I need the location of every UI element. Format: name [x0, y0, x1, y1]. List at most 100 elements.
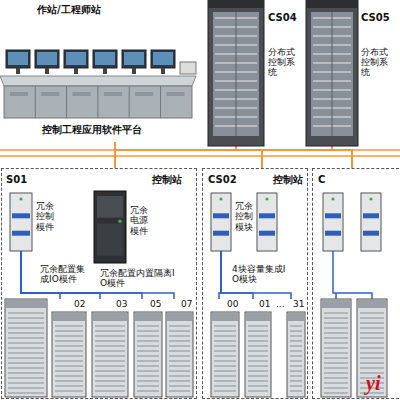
terminal-row — [55, 381, 83, 382]
desk-drawer — [104, 92, 122, 96]
desk-drawer — [135, 92, 153, 96]
terminal-row — [248, 336, 268, 337]
module-header — [288, 313, 304, 321]
group-label: 冗余配置集成IO模件 — [40, 264, 88, 285]
io-module: 31 — [287, 299, 307, 397]
status-led — [19, 197, 22, 200]
module-body — [361, 193, 381, 251]
terminal-row — [324, 363, 348, 364]
control-station-picture — [313, 169, 400, 400]
terminal-row — [169, 386, 190, 387]
station-id: S01 — [6, 174, 27, 186]
terminal-row — [360, 328, 384, 329]
terminal-row — [324, 378, 348, 379]
terminal-row — [55, 376, 83, 377]
monitor-screen — [66, 52, 86, 65]
cabinet-id: CS05 — [361, 12, 390, 24]
terminal-row — [95, 331, 125, 332]
module-body — [245, 312, 271, 397]
terminal-row — [8, 343, 44, 344]
terminal-row — [55, 391, 83, 392]
cabinet-top — [306, 0, 358, 8]
terminal-row — [214, 361, 236, 362]
terminal-row — [169, 326, 190, 327]
io-module: 03 — [92, 299, 130, 397]
status-led — [331, 197, 334, 200]
module-band — [325, 231, 341, 236]
terminal-row — [248, 391, 268, 392]
cabinet-top — [208, 0, 264, 8]
terminal-row — [137, 381, 159, 382]
terminal-row — [324, 313, 348, 314]
terminal-row — [290, 326, 302, 327]
terminal-row — [8, 378, 44, 379]
terminal-row — [214, 341, 236, 342]
terminal-row — [214, 326, 236, 327]
monitor-screen — [153, 52, 173, 65]
terminal-row — [95, 386, 125, 387]
terminal-row — [8, 383, 44, 384]
cabinet-caption: 分布式控制系统 — [268, 48, 303, 77]
platform-title: 控制工程应用软件平台 — [42, 124, 142, 136]
slot-number: 02 — [74, 299, 85, 309]
terminal-row — [55, 366, 83, 367]
cabinet-body — [306, 0, 358, 146]
terminal-row — [214, 336, 236, 337]
io-module-picture — [287, 299, 307, 397]
terminal-row — [248, 381, 268, 382]
station-title: 作站/工程师站 — [37, 4, 101, 16]
module-body — [287, 312, 305, 397]
module-band — [12, 213, 30, 218]
terminal-row — [248, 366, 268, 367]
monitor — [151, 50, 175, 68]
module-band — [259, 213, 275, 218]
control-module: 冗余控制模块 — [211, 193, 281, 251]
terminal-row — [55, 326, 83, 327]
monitor — [35, 50, 59, 68]
terminal-row — [290, 371, 302, 372]
monitor-screen — [95, 52, 115, 65]
control-station: C — [312, 168, 400, 399]
station-title: 控制站 — [273, 174, 303, 186]
slot-number: 31 — [293, 299, 304, 309]
monitor-stand — [103, 68, 107, 74]
slot-number: 03 — [116, 299, 127, 309]
terminal-row — [248, 371, 268, 372]
terminal-row — [360, 353, 384, 354]
module-body — [323, 193, 343, 251]
desk-top — [0, 76, 196, 86]
terminal-row — [324, 318, 348, 319]
group-label: 冗余配置内置隔离IO模件 — [100, 268, 176, 289]
io-module: 01 — [245, 299, 273, 397]
door-seam — [332, 12, 333, 136]
terminal-row — [137, 371, 159, 372]
terminal-row — [324, 338, 348, 339]
module-header — [135, 313, 161, 321]
io-module: 00 — [211, 299, 241, 397]
terminal-row — [324, 368, 348, 369]
terminal-row — [290, 386, 302, 387]
terminal-row — [248, 351, 268, 352]
monitor-stand — [132, 68, 136, 74]
terminal-row — [8, 358, 44, 359]
terminal-row — [8, 348, 44, 349]
terminal-row — [8, 338, 44, 339]
terminal-row — [169, 356, 190, 357]
terminal-row — [169, 361, 190, 362]
monitor-screen — [37, 52, 57, 65]
terminal-row — [248, 346, 268, 347]
terminal-row — [248, 331, 268, 332]
terminal-row — [8, 388, 44, 389]
terminal-row — [169, 391, 190, 392]
module-caption: 冗余控制模件 — [36, 201, 55, 232]
desk-divider — [97, 86, 98, 118]
module-body — [211, 312, 239, 397]
terminal-row — [324, 393, 348, 394]
monitor-stand — [74, 68, 78, 74]
slot-number: 05 — [150, 299, 161, 309]
module-body — [321, 299, 351, 397]
terminal-row — [290, 351, 302, 352]
io-module-picture — [52, 299, 88, 397]
terminal-row — [214, 366, 236, 367]
network-line — [0, 155, 400, 157]
